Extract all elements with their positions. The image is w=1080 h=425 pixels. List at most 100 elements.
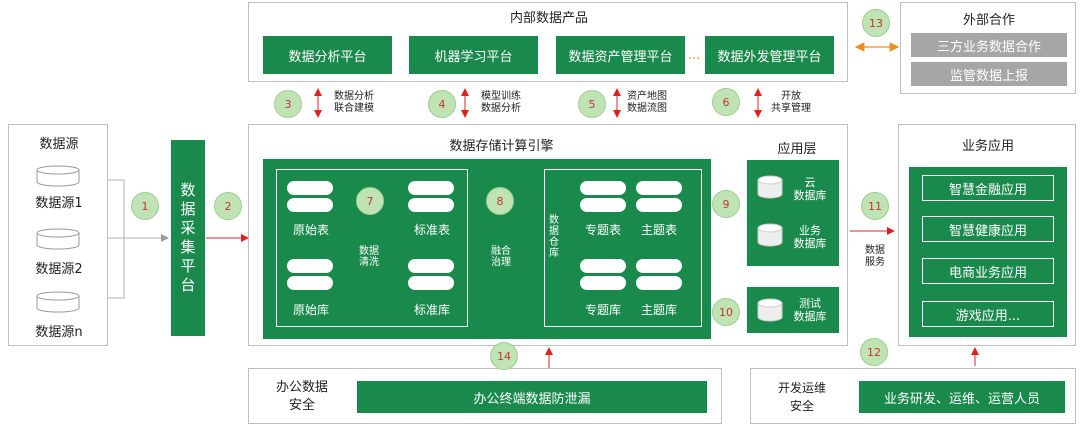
- collect-char-3: 采: [180, 219, 196, 237]
- storage-compute-engine-panel: 数据存储计算引擎 应用层 原始表 标准表 原始库 标准库 7: [248, 124, 848, 346]
- app-smart-finance[interactable]: 智慧金融应用: [922, 175, 1054, 201]
- office-terminal-dlp[interactable]: 办公终端数据防泄漏: [357, 381, 707, 413]
- data-source-2[interactable]: 数据源2: [35, 262, 83, 277]
- database-icon: [36, 228, 80, 250]
- warehouse-label: 数 据 仓 库: [548, 215, 560, 259]
- note-4: 模型训练 数据分析: [481, 91, 521, 115]
- app-ecommerce[interactable]: 电商业务应用: [922, 258, 1054, 284]
- biz-db-line-2: 数据库: [793, 237, 827, 250]
- ellipsis-marker: ...: [688, 48, 701, 63]
- topic-db-label: 专题库: [584, 303, 621, 317]
- step-1-badge: 1: [131, 192, 159, 220]
- note-4-line-2: 数据分析: [481, 103, 521, 114]
- step-7-badge: 7: [356, 187, 384, 215]
- external-item-regulatory[interactable]: 监管数据上报: [911, 62, 1067, 86]
- engine-title: 数据存储计算引擎: [449, 139, 554, 154]
- app-game[interactable]: 游戏应用...: [922, 301, 1054, 327]
- office-security-title: 办公数据 安全: [267, 379, 337, 415]
- service-line-1: 数据: [865, 245, 885, 256]
- cloud-database-label: 云 数据库: [785, 176, 835, 202]
- note-5-line-2: 数据流图: [627, 103, 667, 114]
- note-3-line-1: 数据分析: [334, 91, 374, 102]
- app-smart-health[interactable]: 智慧健康应用: [922, 216, 1054, 242]
- step-11-badge: 11: [861, 192, 889, 220]
- test-db-line-2: 数据库: [793, 310, 827, 323]
- service-line-2: 服务: [865, 257, 885, 268]
- fuse-line-1: 融合: [491, 246, 511, 257]
- external-item-third-party[interactable]: 三方业务数据合作: [911, 33, 1067, 57]
- business-database-icon: [757, 223, 783, 247]
- warehouse-char-2: 据: [549, 226, 559, 237]
- engine-core: 原始表 标准表 原始库 标准库 7 数据 清洗 8 融合 治理: [263, 159, 711, 339]
- step-4-badge: 4: [428, 90, 456, 118]
- step-13-badge: 13: [862, 9, 890, 37]
- devops-personnel[interactable]: 业务研发、运维、运营人员: [859, 381, 1065, 413]
- devops-title-line-1: 开发运维: [777, 381, 826, 395]
- topic-table-label: 专题表: [584, 223, 621, 237]
- product-data-outbound-management[interactable]: 数据外发管理平台: [705, 36, 834, 74]
- internal-products-title: 内部数据产品: [509, 11, 588, 26]
- raw-table-icon: [287, 181, 333, 212]
- office-security-panel: 办公数据 安全 办公终端数据防泄漏: [248, 368, 722, 424]
- data-service-label: 数据 服务: [861, 245, 889, 269]
- app-layer-databases[interactable]: 云 数据库 业务 数据库: [747, 160, 839, 266]
- subject-table-icon: [636, 181, 682, 212]
- raw-std-zone: [276, 169, 468, 327]
- database-icon: [36, 291, 80, 313]
- clean-line-2: 清洗: [359, 257, 379, 268]
- note-3-line-2: 联合建模: [334, 103, 374, 114]
- fuse-line-2: 治理: [491, 257, 511, 268]
- office-title-line-2: 安全: [288, 398, 315, 413]
- fuse-label: 融合 治理: [483, 246, 519, 268]
- collect-char-4: 集: [180, 238, 196, 256]
- devops-title-line-2: 安全: [789, 399, 814, 413]
- note-5: 资产地图 数据流图: [627, 91, 667, 115]
- subject-db-label: 主题库: [640, 303, 677, 317]
- step-8-badge: 8: [486, 187, 514, 215]
- raw-table-label: 原始表: [292, 223, 329, 237]
- step-10-badge: 10: [712, 298, 740, 326]
- cloud-db-line-2: 数据库: [793, 189, 827, 202]
- subject-table-label: 主题表: [640, 223, 677, 237]
- step-14-badge: 14: [490, 342, 518, 370]
- step-5-badge: 5: [578, 90, 606, 118]
- collect-char-1: 数: [180, 181, 196, 199]
- biz-db-line-1: 业务: [799, 224, 821, 237]
- business-apps-panel: 业务应用 智慧金融应用 智慧健康应用 电商业务应用 游戏应用...: [898, 124, 1076, 346]
- data-sources-panel: 数据源 数据源1 数据源2 数据源n: [8, 124, 108, 346]
- app-layer-title: 应用层: [777, 142, 817, 157]
- office-title-line-1: 办公数据: [275, 380, 328, 395]
- step-12-badge: 12: [860, 338, 888, 366]
- raw-db-label: 原始库: [292, 303, 329, 317]
- product-data-asset-management[interactable]: 数据资产管理平台: [556, 36, 685, 74]
- subject-db-icon: [636, 259, 682, 290]
- data-source-1[interactable]: 数据源1: [35, 196, 83, 211]
- warehouse-char-3: 仓: [549, 237, 559, 248]
- step-9-badge: 9: [712, 190, 740, 218]
- topic-table-icon: [580, 181, 626, 212]
- product-machine-learning[interactable]: 机器学习平台: [409, 36, 538, 74]
- product-data-analysis[interactable]: 数据分析平台: [263, 36, 392, 74]
- devops-security-title: 开发运维 安全: [767, 379, 837, 415]
- note-6: 开放 共享管理: [771, 91, 811, 115]
- std-db-icon: [408, 259, 454, 290]
- business-database-label: 业务 数据库: [785, 224, 835, 250]
- clean-label: 数据 清洗: [351, 246, 387, 268]
- test-db-line-1: 测试: [799, 297, 821, 310]
- step-3-badge: 3: [274, 90, 302, 118]
- note-6-line-2: 共享管理: [771, 103, 811, 114]
- clean-line-1: 数据: [359, 246, 379, 257]
- topic-db-icon: [580, 259, 626, 290]
- devops-security-panel: 开发运维 安全 业务研发、运维、运营人员: [750, 368, 1076, 424]
- database-icon: [36, 165, 80, 187]
- internal-products-panel: 内部数据产品 数据分析平台 机器学习平台 数据资产管理平台 ... 数据外发管理…: [248, 2, 848, 82]
- data-source-n[interactable]: 数据源n: [35, 325, 83, 340]
- cloud-db-line-1: 云: [804, 176, 816, 189]
- collect-char-6: 台: [180, 276, 196, 294]
- test-database-label: 测试 数据库: [785, 297, 835, 323]
- data-collection-platform[interactable]: 数 据 采 集 平 台: [171, 140, 205, 336]
- test-database-box[interactable]: 测试 数据库: [747, 287, 839, 333]
- note-6-line-1: 开放: [781, 91, 801, 102]
- note-5-line-1: 资产地图: [627, 91, 667, 102]
- data-sources-title: 数据源: [39, 137, 79, 152]
